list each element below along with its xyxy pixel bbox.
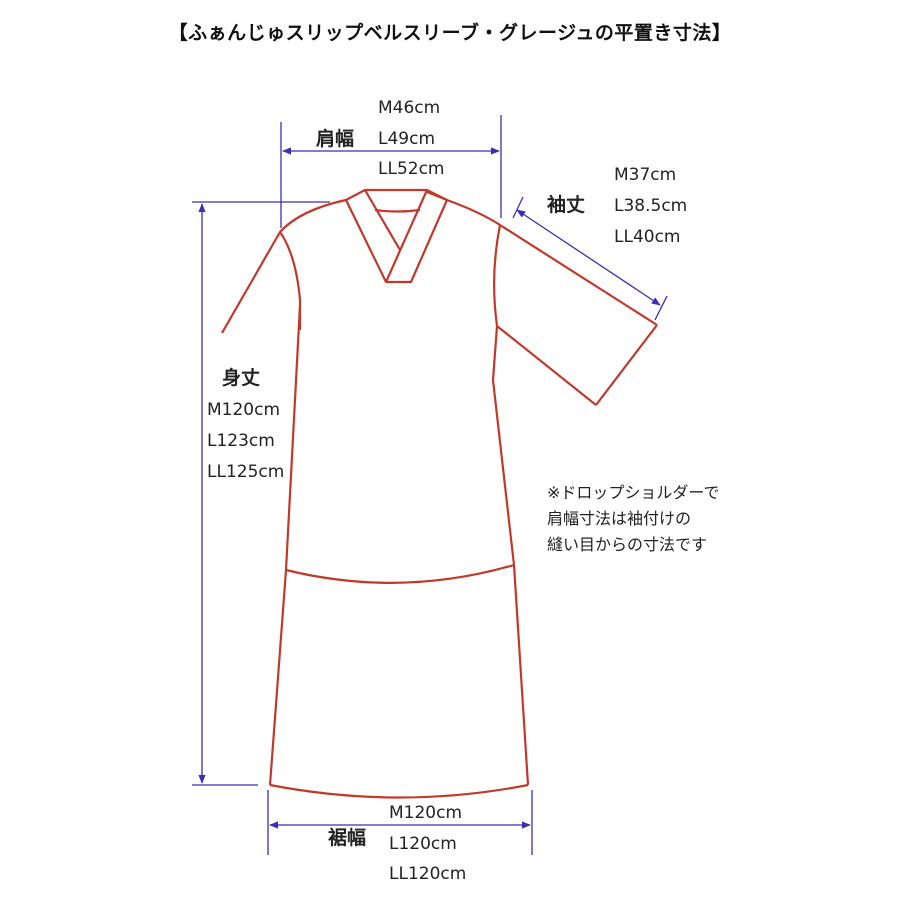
dimension-lines bbox=[192, 115, 668, 855]
shoulder-width-label: 肩幅 bbox=[316, 128, 355, 150]
sleeve-length-ll: LL40cm bbox=[614, 227, 681, 247]
shoulder-width-l: L49cm bbox=[378, 129, 436, 149]
diagram-title: 【ふぁんじゅスリップベルスリーブ・グレージュの平置き寸法】 bbox=[168, 22, 732, 44]
note-line: 縫い目からの寸法です bbox=[547, 535, 708, 554]
sleeve-length-label: 袖丈 bbox=[547, 194, 586, 216]
sleeve-length-m: M37cm bbox=[614, 165, 677, 185]
garment-outline bbox=[221, 188, 658, 799]
shoulder-width-ll: LL52cm bbox=[378, 159, 445, 179]
note-line: 肩幅寸法は袖付けの bbox=[547, 509, 692, 528]
drop-shoulder-note: ※ドロップショルダーで 肩幅寸法は袖付けの 縫い目からの寸法です bbox=[547, 480, 719, 558]
hem-width-ll: LL120cm bbox=[389, 864, 467, 884]
body-length-label: 身丈 bbox=[222, 367, 261, 389]
hem-width-m: M120cm bbox=[389, 803, 463, 823]
body-length-ll: LL125cm bbox=[207, 462, 285, 482]
note-line: ※ドロップショルダーで bbox=[547, 483, 720, 502]
sleeve-length-l: L38.5cm bbox=[614, 196, 688, 216]
hem-width-label: 裾幅 bbox=[328, 827, 367, 849]
body-length-m: M120cm bbox=[207, 400, 281, 420]
hem-width-l: L120cm bbox=[389, 834, 457, 854]
shoulder-width-m: M46cm bbox=[378, 98, 441, 118]
body-length-l: L123cm bbox=[207, 431, 275, 451]
